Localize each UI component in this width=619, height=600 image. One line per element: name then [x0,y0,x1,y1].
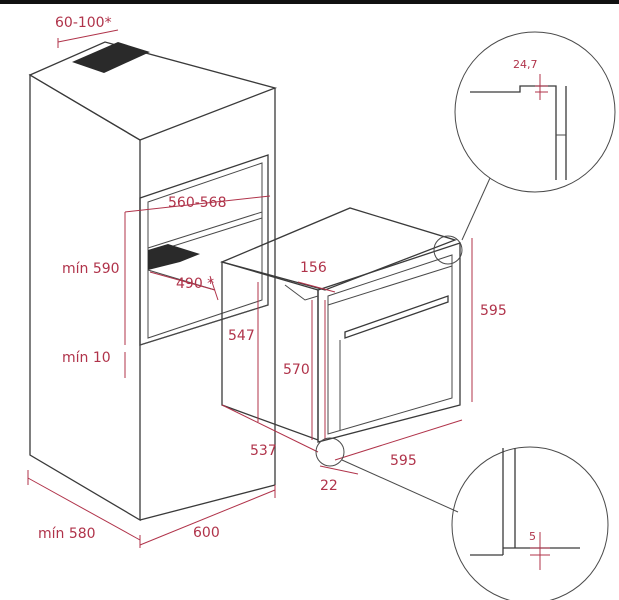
label-front-offset: 22 [320,478,338,494]
label-oven-depth: 537 [250,443,277,459]
label-oven-height: 595 [480,303,507,319]
label-oven-top: 156 [300,260,327,276]
dimension-lines [27,29,473,548]
label-min-depth: mín 580 [38,526,96,542]
label-oven-front-height: 570 [283,362,310,378]
shelf-vent [148,244,200,270]
dimension-labels: 60-100* 560-568 mín 590 490 * mín 10 mín… [38,15,538,543]
detail-top [433,31,616,265]
cabinet [28,41,278,522]
oven [220,207,461,443]
label-shelf-depth: 490 * [176,276,214,292]
label-vent: 60-100* [55,15,112,31]
vent-slot [72,42,150,73]
label-cabinet-width: 600 [193,525,220,541]
label-niche-width: 560-568 [168,195,227,211]
label-min-gap: mín 10 [62,350,111,366]
label-min-height: mín 590 [62,261,120,277]
detail-bottom [315,437,609,600]
top-border [0,0,619,4]
label-detail-bottom: 5 [529,530,536,543]
label-oven-body-height: 547 [228,328,255,344]
label-oven-width: 595 [390,453,417,469]
label-detail-top: 24,7 [513,58,538,71]
